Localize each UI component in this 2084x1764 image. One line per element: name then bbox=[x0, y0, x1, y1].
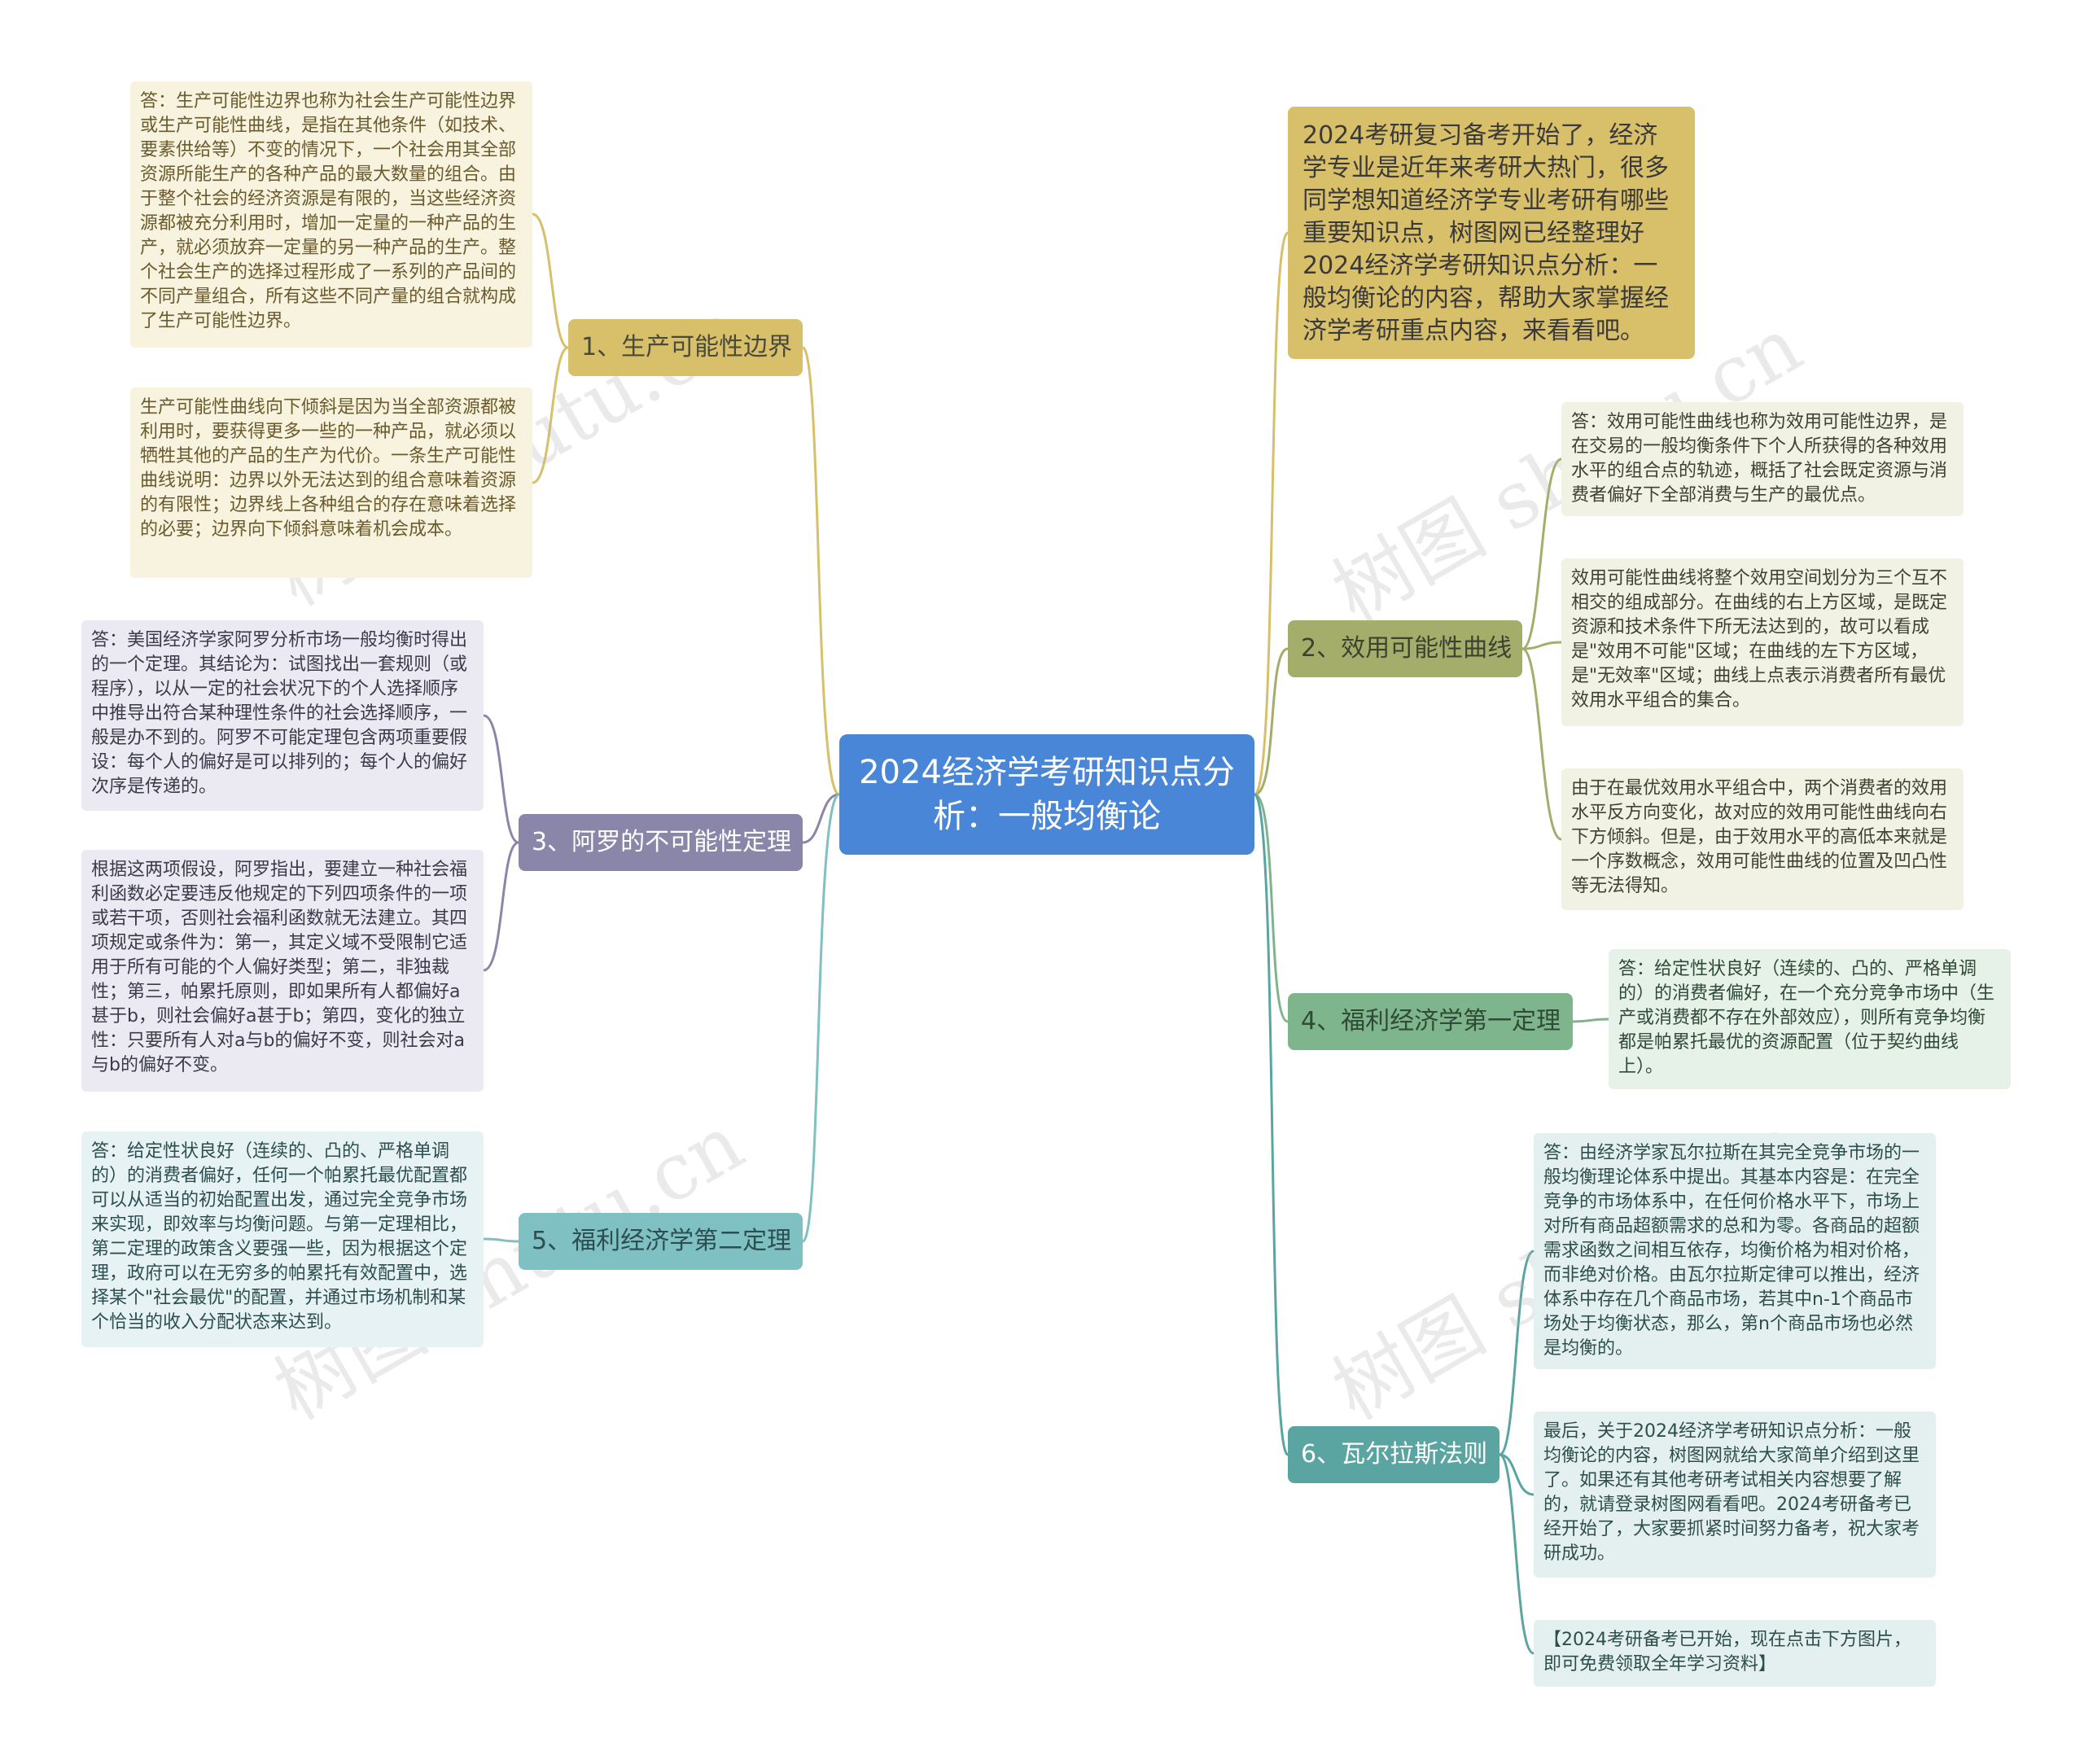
leaf-text: 由于在最优效用水平组合中，两个消费者的效用水平反方向变化，故对应的效用可能性曲线… bbox=[1571, 778, 1948, 896]
intro-note[interactable]: 2024考研复习备考开始了，经济学专业是近年来考研大热门，很多同学想知道经济学专… bbox=[1288, 107, 1695, 359]
leaf-note[interactable]: 答：由经济学家瓦尔拉斯在其完全竞争市场的一般均衡理论体系中提出。其基本内容是：在… bbox=[1534, 1133, 1936, 1369]
link-branch2-leaf1 bbox=[1521, 457, 1562, 650]
branch-second-welfare-theorem[interactable]: 5、福利经济学第二定理 bbox=[519, 1213, 803, 1270]
leaf-note[interactable]: 答：效用可能性曲线也称为效用可能性边界，是在交易的一般均衡条件下个人所获得的各种… bbox=[1561, 402, 1964, 516]
leaf-text: 答：美国经济学家阿罗分析市场一般均衡时得出的一个定理。其结论为：试图找出一套规则… bbox=[91, 630, 468, 797]
leaf-note[interactable]: 根据这两项假设，阿罗指出，要建立一种社会福利函数必定要违反他规定的下列四项条件的… bbox=[81, 850, 484, 1092]
branch-label: 3、阿罗的不可能性定理 bbox=[532, 828, 792, 856]
branch-production-possibility-frontier[interactable]: 1、生产可能性边界 bbox=[568, 319, 803, 376]
link-root-branch2 bbox=[1254, 647, 1289, 796]
leaf-text: 最后，关于2024经济学考研知识点分析：一般均衡论的内容，树图网就给大家简单介绍… bbox=[1543, 1421, 1920, 1564]
leaf-note[interactable]: 答：给定性状良好（连续的、凸的、严格单调的）的消费者偏好，在一个充分竞争市场中（… bbox=[1609, 949, 2011, 1089]
root-title: 2024经济学考研知识点分析：一般均衡论 bbox=[859, 754, 1235, 835]
link-branch6-leaf1 bbox=[1499, 1250, 1535, 1456]
link-branch1-leaf2 bbox=[532, 346, 569, 484]
leaf-note-cta-link[interactable]: 【2024考研备考已开始，现在点击下方图片，即可免费领取全年学习资料】 bbox=[1534, 1620, 1936, 1687]
leaf-note[interactable]: 生产可能性曲线向下倾斜是因为当全部资源都被利用时，要获得更多一些的一种产品，就必… bbox=[130, 387, 532, 578]
leaf-note[interactable]: 答：美国经济学家阿罗分析市场一般均衡时得出的一个定理。其结论为：试图找出一套规则… bbox=[81, 620, 484, 811]
branch-walras-law[interactable]: 6、瓦尔拉斯法则 bbox=[1288, 1426, 1500, 1483]
link-branch5-leaf1 bbox=[483, 1237, 519, 1243]
link-root-branch5 bbox=[801, 793, 840, 1243]
link-branch3-leaf1 bbox=[483, 714, 519, 844]
link-root-intro bbox=[1253, 231, 1289, 796]
leaf-text: 答：由经济学家瓦尔拉斯在其完全竞争市场的一般均衡理论体系中提出。其基本内容是：在… bbox=[1543, 1143, 1920, 1359]
link-root-branch6 bbox=[1253, 793, 1289, 1456]
leaf-text: 根据这两项假设，阿罗指出，要建立一种社会福利函数必定要违反他规定的下列四项条件的… bbox=[91, 860, 468, 1075]
intro-text: 2024考研复习备考开始了，经济学专业是近年来考研大热门，很多同学想知道经济学专… bbox=[1302, 121, 1669, 345]
branch-label: 5、福利经济学第二定理 bbox=[532, 1227, 792, 1255]
link-branch2-leaf3 bbox=[1521, 647, 1562, 841]
branch-label: 6、瓦尔拉斯法则 bbox=[1301, 1440, 1488, 1469]
leaf-text: 效用可能性曲线将整个效用空间划分为三个互不相交的组成部分。在曲线的右上方区域，是… bbox=[1571, 568, 1948, 711]
link-root-branch1 bbox=[801, 346, 840, 796]
leaf-note[interactable]: 最后，关于2024经济学考研知识点分析：一般均衡论的内容，树图网就给大家简单介绍… bbox=[1534, 1412, 1936, 1578]
leaf-note[interactable]: 答：给定性状良好（连续的、凸的、严格单调的）的消费者偏好，任何一个帕累托最优配置… bbox=[81, 1131, 484, 1347]
leaf-note[interactable]: 由于在最优效用水平组合中，两个消费者的效用水平反方向变化，故对应的效用可能性曲线… bbox=[1561, 768, 1964, 910]
link-branch1-leaf1 bbox=[532, 212, 569, 349]
leaf-text: 答：给定性状良好（连续的、凸的、严格单调的）的消费者偏好，在一个充分竞争市场中（… bbox=[1618, 959, 1995, 1077]
branch-utility-possibility-curve[interactable]: 2、效用可能性曲线 bbox=[1288, 620, 1522, 677]
leaf-note[interactable]: 效用可能性曲线将整个效用空间划分为三个互不相交的组成部分。在曲线的右上方区域，是… bbox=[1561, 558, 1964, 726]
leaf-text: 答：生产可能性边界也称为社会生产可能性边界或生产可能性曲线，是指在其他条件（如技… bbox=[140, 91, 517, 331]
link-root-branch4 bbox=[1254, 793, 1289, 1023]
branch-label: 4、福利经济学第一定理 bbox=[1301, 1007, 1561, 1035]
link-branch2-leaf2 bbox=[1521, 641, 1562, 650]
branch-label: 1、生产可能性边界 bbox=[581, 333, 793, 361]
link-branch3-leaf2 bbox=[483, 841, 519, 972]
leaf-text: 答：效用可能性曲线也称为效用可能性边界，是在交易的一般均衡条件下个人所获得的各种… bbox=[1571, 412, 1948, 506]
branch-first-welfare-theorem[interactable]: 4、福利经济学第一定理 bbox=[1288, 993, 1573, 1050]
leaf-note[interactable]: 答：生产可能性边界也称为社会生产可能性边界或生产可能性曲线，是指在其他条件（如技… bbox=[130, 81, 532, 348]
link-branch6-leaf3 bbox=[1499, 1453, 1535, 1655]
branch-label: 2、效用可能性曲线 bbox=[1301, 634, 1513, 663]
root-topic[interactable]: 2024经济学考研知识点分析：一般均衡论 bbox=[839, 734, 1254, 855]
leaf-text: 【2024考研备考已开始，现在点击下方图片，即可免费领取全年学习资料】 bbox=[1543, 1630, 1911, 1674]
link-branch6-leaf2 bbox=[1499, 1453, 1535, 1496]
leaf-text: 答：给定性状良好（连续的、凸的、严格单调的）的消费者偏好，任何一个帕累托最优配置… bbox=[91, 1141, 468, 1333]
branch-arrow-impossibility-theorem[interactable]: 3、阿罗的不可能性定理 bbox=[519, 814, 803, 871]
leaf-text: 生产可能性曲线向下倾斜是因为当全部资源都被利用时，要获得更多一些的一种产品，就必… bbox=[140, 397, 517, 540]
link-branch4-leaf1 bbox=[1572, 1018, 1609, 1023]
link-root-branch3 bbox=[802, 793, 840, 844]
